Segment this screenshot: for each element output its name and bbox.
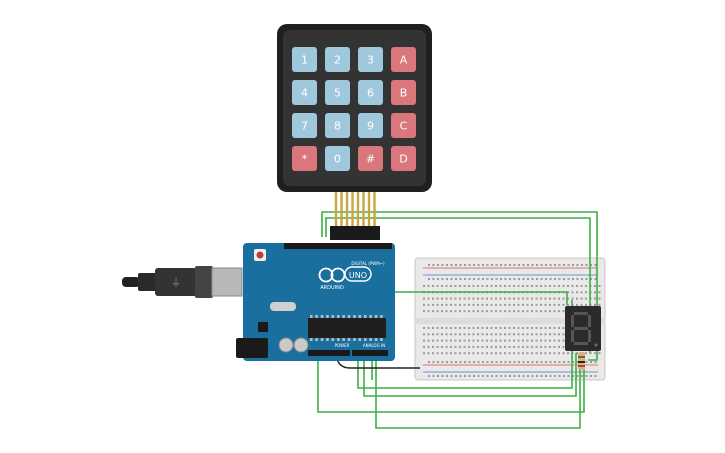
- digital-label: DIGITAL (PWM~): [351, 261, 385, 266]
- key-5[interactable]: 5: [325, 80, 350, 105]
- wire-1: [321, 211, 598, 361]
- key-label: D: [399, 153, 407, 166]
- key-c[interactable]: C: [391, 113, 416, 138]
- key-label: 4: [301, 87, 308, 100]
- wire-3: [317, 353, 585, 413]
- wire-2: [325, 217, 591, 353]
- keypad-ribbon: [334, 192, 376, 226]
- arduino-logo: [318, 266, 372, 283]
- key-label: 9: [367, 120, 374, 133]
- capacitor-1: [278, 337, 294, 353]
- key-d[interactable]: D: [391, 146, 416, 171]
- model-label: UNO: [349, 271, 367, 280]
- key-hash[interactable]: #: [358, 146, 383, 171]
- digital-header: [284, 243, 392, 249]
- key-3[interactable]: 3: [358, 47, 383, 72]
- power-jack: [236, 338, 268, 358]
- analog-label: ANALOG IN: [363, 343, 385, 348]
- resistor: [578, 352, 585, 370]
- wire-5: [363, 353, 577, 397]
- wire-7: [375, 353, 581, 429]
- ribbon-wire: [345, 192, 349, 226]
- usb-cable: ⏚: [122, 266, 213, 298]
- key-8[interactable]: 8: [325, 113, 350, 138]
- key-label: 0: [334, 153, 341, 166]
- key-b[interactable]: B: [391, 80, 416, 105]
- ribbon-wire: [351, 192, 354, 226]
- crystal: [270, 302, 296, 311]
- keypad-connector: [330, 226, 380, 240]
- key-0[interactable]: 0: [325, 146, 350, 171]
- microcontroller-chip: [308, 318, 386, 338]
- key-label: 6: [367, 87, 374, 100]
- key-label: #: [366, 153, 375, 166]
- key-label: B: [400, 87, 408, 100]
- logo-text: ARDUINO: [320, 285, 344, 291]
- arduino-board[interactable]: UNO ARDUINO DIGITAL (PWM~) POWER ANALOG …: [236, 243, 395, 361]
- usb-connector: [211, 267, 243, 297]
- ribbon-wire: [373, 192, 376, 226]
- capacitor-2: [293, 337, 309, 353]
- key-9[interactable]: 9: [358, 113, 383, 138]
- key-6[interactable]: 6: [358, 80, 383, 105]
- key-7[interactable]: 7: [292, 113, 317, 138]
- key-star[interactable]: *: [292, 146, 317, 171]
- key-label: 5: [334, 87, 341, 100]
- key-2[interactable]: 2: [325, 47, 350, 72]
- key-a[interactable]: A: [391, 47, 416, 72]
- ribbon-wire: [362, 192, 365, 226]
- power-label: POWER: [335, 343, 350, 348]
- ribbon-wire: [340, 192, 343, 226]
- key-label: 8: [334, 120, 341, 133]
- key-label: A: [400, 54, 408, 67]
- ribbon-wire: [356, 192, 360, 226]
- svg-text:⏚: ⏚: [171, 276, 182, 289]
- seven-segment-display[interactable]: [565, 306, 601, 351]
- key-label: 2: [334, 54, 341, 67]
- key-label: 3: [367, 54, 374, 67]
- key-1[interactable]: 1: [292, 47, 317, 72]
- ribbon-wire: [334, 192, 338, 226]
- ribbon-wire: [367, 192, 371, 226]
- key-label: *: [302, 153, 308, 166]
- key-label: 1: [301, 54, 308, 67]
- analog-header: [352, 350, 388, 356]
- key-label: 7: [301, 120, 308, 133]
- keypad[interactable]: 1 2 3 A 4 5 6 B 7 8 9 C * 0 # D: [277, 24, 432, 192]
- key-label: C: [400, 120, 408, 133]
- power-header: [308, 350, 350, 356]
- chip-pins: [310, 315, 383, 341]
- key-4[interactable]: 4: [292, 80, 317, 105]
